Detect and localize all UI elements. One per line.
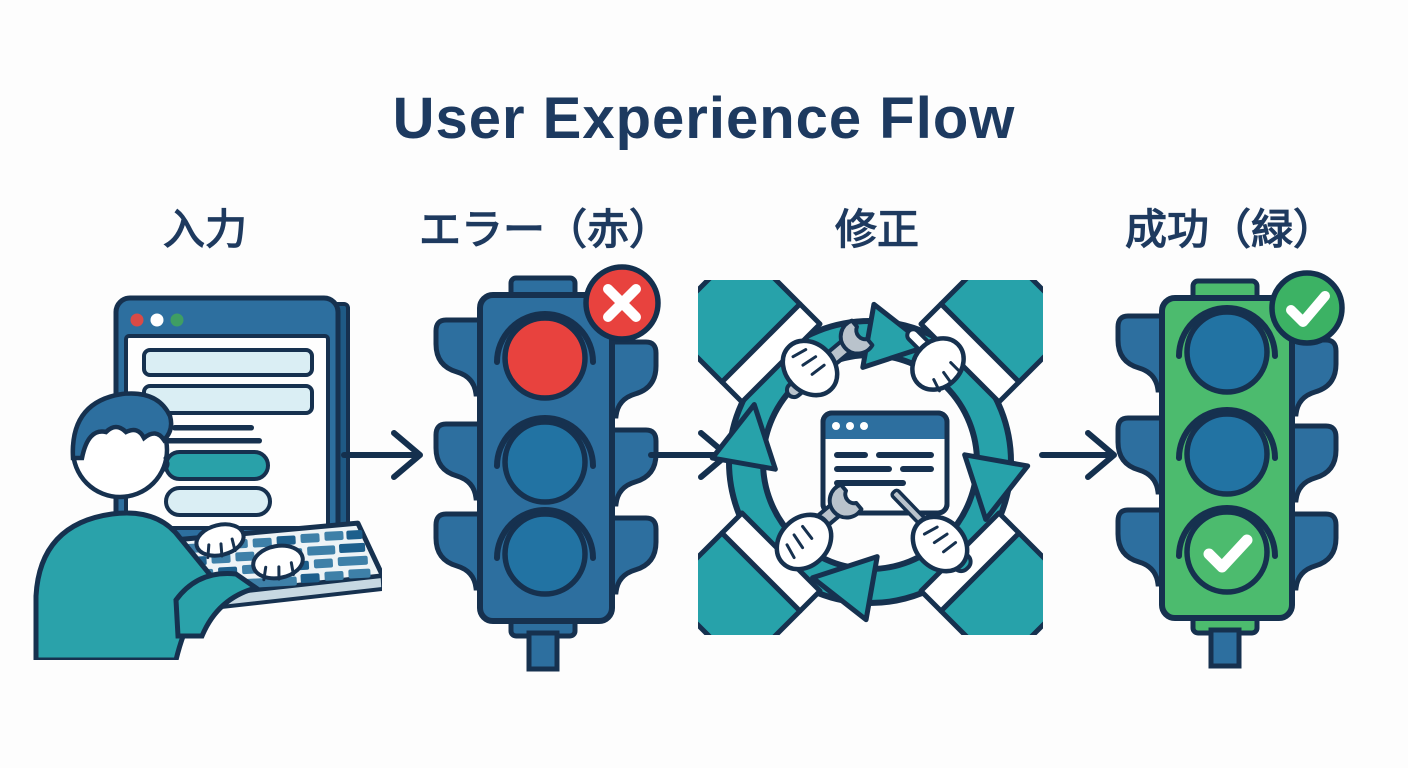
cycle-arrowheads: [709, 301, 1031, 623]
red-light-off: [1176, 305, 1278, 395]
success-badge-check-icon: [1269, 270, 1345, 346]
secondary-button: [164, 486, 272, 517]
window-dot: [846, 422, 854, 430]
traffic-light-red-icon: [425, 264, 661, 672]
stage-label-fix: 修正: [834, 206, 920, 253]
traffic-light-green-icon: [1105, 270, 1345, 669]
browser-window-icon: [820, 410, 950, 516]
hand-bottom-right-screwdriver: [890, 488, 1043, 635]
person-hand-left: [194, 522, 246, 559]
text-line: [166, 438, 262, 444]
stage-label-success: 成功（緑）: [1124, 206, 1336, 253]
person: [33, 391, 305, 660]
submit-button: [164, 450, 270, 481]
window-dot: [832, 422, 840, 430]
window-dot-white: [150, 313, 164, 327]
stage-label-error: エラー（赤）: [418, 206, 672, 253]
person-hair: [70, 391, 174, 461]
arrow-right-icon: [1039, 430, 1117, 480]
pointing-hand-icon: [905, 327, 966, 393]
red-light-on: [494, 311, 596, 401]
traffic-light-pole: [1208, 627, 1242, 669]
stage-label-input: 入力: [162, 206, 248, 253]
form-field-2: [142, 384, 314, 415]
green-light-off: [494, 507, 596, 597]
arrow-right-icon: [341, 430, 423, 480]
yellow-light-off: [494, 415, 596, 505]
error-badge-x-icon: [583, 264, 661, 342]
hand-top-left-wrench: [698, 280, 875, 405]
text-line: [172, 425, 254, 431]
form-field-1: [142, 348, 314, 377]
green-light-on-check: [1176, 505, 1278, 595]
window-dot-green: [170, 313, 184, 327]
person-typing-form-icon: [33, 295, 382, 660]
yellow-light-off: [1176, 407, 1278, 497]
window-dot-red: [130, 313, 144, 327]
traffic-light-pole: [526, 630, 560, 672]
person-nose: [163, 456, 170, 472]
window-dot: [860, 422, 868, 430]
window-text-lines: [834, 452, 934, 486]
person-hand-right: [251, 543, 305, 582]
hand-bottom-left-wrench: [698, 482, 864, 635]
page-title: User Experience Flow: [392, 85, 1016, 151]
repair-cycle-hands-tools-icon: [698, 280, 1043, 635]
person-arm: [173, 571, 262, 639]
hand-top-right-pointing: [905, 280, 1043, 405]
